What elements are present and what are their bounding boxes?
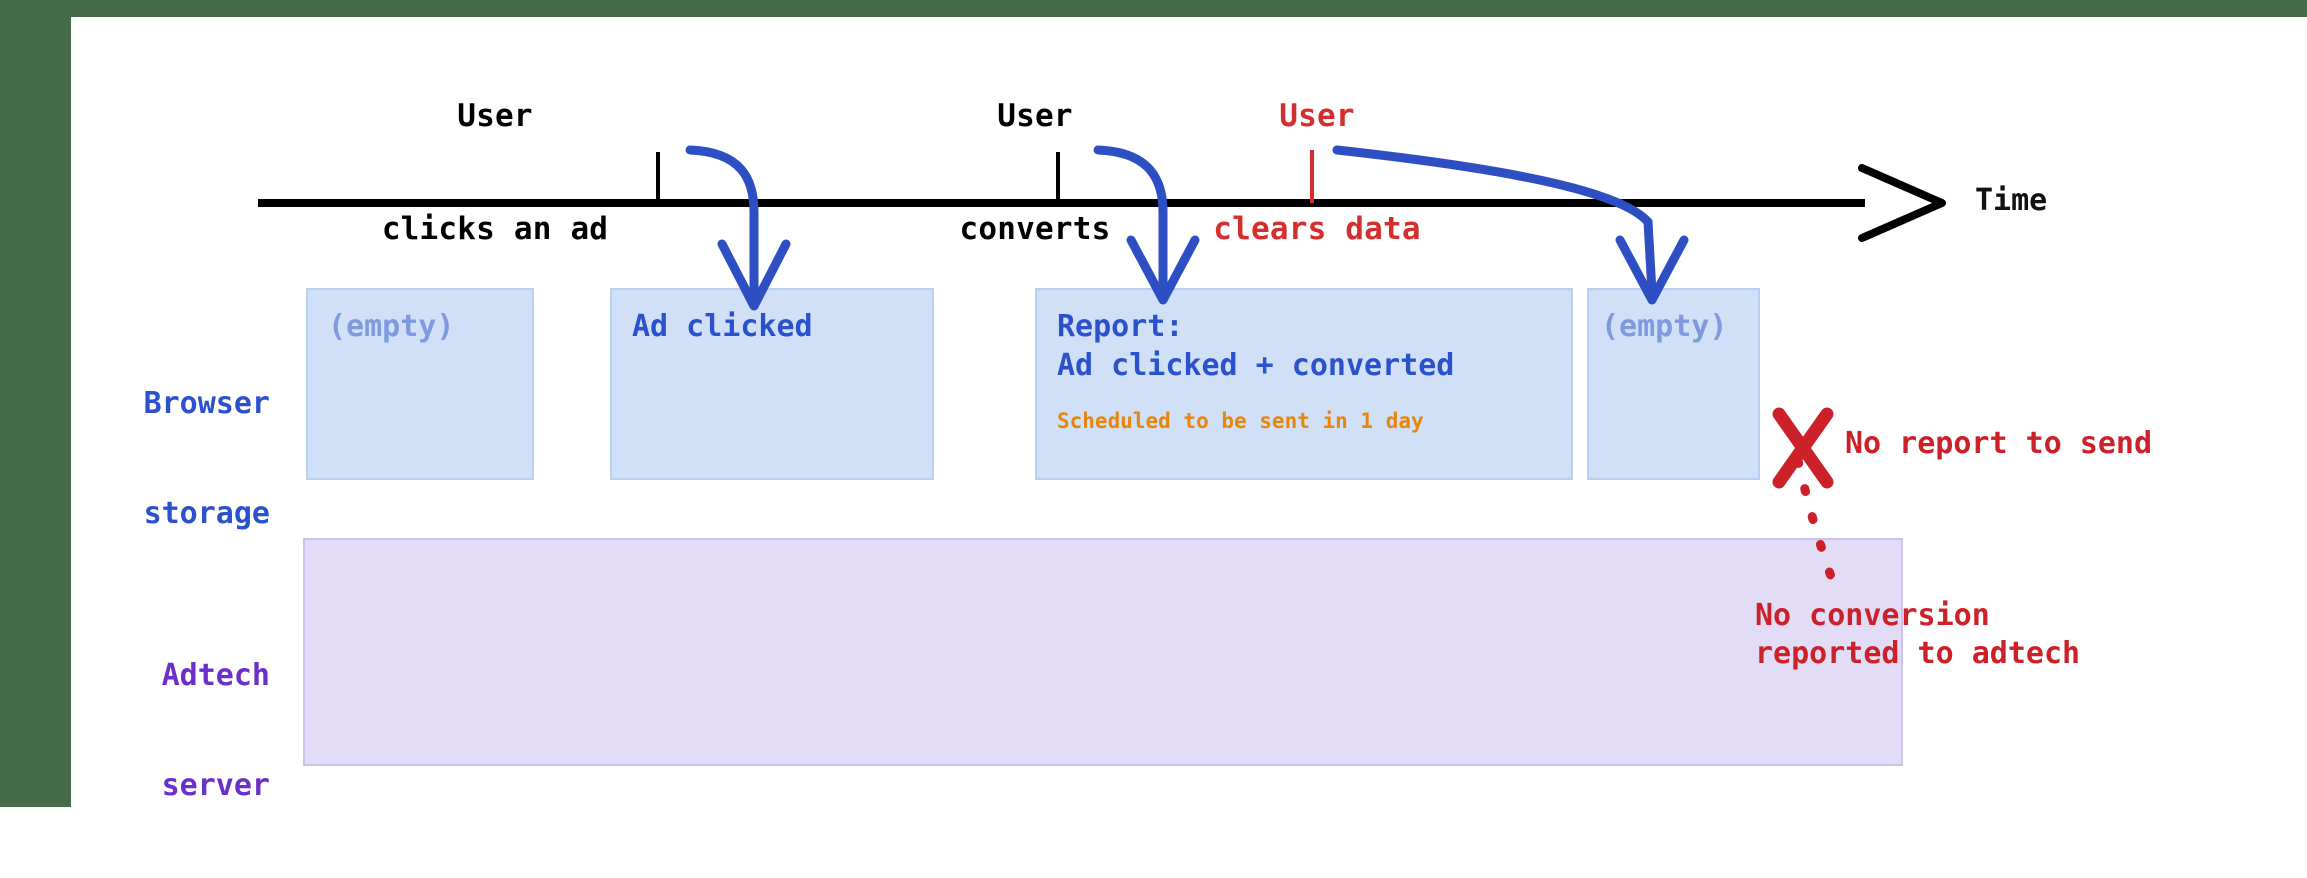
top-accent-band	[0, 0, 2307, 17]
timeline-event-label-convert: User converts	[910, 22, 1160, 325]
timeline-event-clear-line2: clears data	[1213, 211, 1421, 248]
row-label-adtech-server-line1: Adtech	[161, 658, 270, 694]
row-label-adtech-server-line2: server	[161, 767, 270, 803]
timeline-event-click-line2: clicks an ad	[381, 211, 609, 248]
annotation-no-conversion: No conversion reported to adtech	[1755, 598, 2081, 672]
timeline-event-click-line1: User	[457, 97, 533, 134]
row-label-adtech-server: Adtech server	[40, 585, 270, 878]
storage-state-box-1: (empty)	[306, 288, 534, 480]
diagram-canvas: User clicks an ad User converts User cle…	[0, 0, 2307, 807]
timeline-event-clear-line1: User	[1279, 97, 1355, 134]
row-label-browser-storage-line2: storage	[143, 495, 270, 531]
storage-state-4-text: (empty)	[1601, 309, 1728, 344]
timeline-event-label-click: User clicks an ad	[330, 22, 660, 325]
left-accent-band	[0, 0, 71, 807]
storage-state-3-note: Scheduled to be sent in 1 day	[1057, 409, 1424, 433]
row-label-browser-storage: Browser storage	[40, 313, 270, 606]
time-axis-arrowhead	[1858, 164, 1946, 242]
adtech-server-bar	[303, 538, 1903, 766]
row-label-browser-storage-line1: Browser	[143, 386, 270, 422]
storage-state-1-text: (empty)	[328, 309, 455, 344]
event-arrow-click	[685, 145, 791, 311]
timeline-event-convert-line1: User	[997, 97, 1073, 134]
blocked-x-icon	[1772, 407, 1834, 489]
timeline-event-convert-line2: converts	[959, 211, 1111, 248]
timeline-event-label-clear: User clears data	[1172, 22, 1462, 325]
storage-state-3-text: Report: Ad clicked + converted	[1057, 309, 1455, 383]
storage-state-box-3: Report: Ad clicked + converted Scheduled…	[1035, 288, 1573, 480]
storage-state-2-text: Ad clicked	[632, 309, 813, 344]
storage-state-box-2: Ad clicked	[610, 288, 934, 480]
time-axis-label: Time	[1975, 183, 2048, 218]
annotation-no-report: No report to send	[1845, 426, 2153, 461]
storage-state-box-4: (empty)	[1587, 288, 1760, 480]
